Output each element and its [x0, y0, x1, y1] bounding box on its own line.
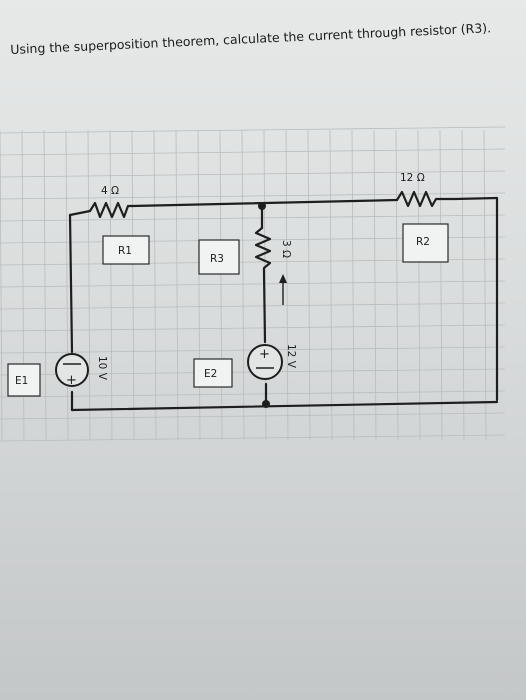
grid-line	[285, 129, 289, 441]
e1-plus-mark: +	[66, 373, 77, 388]
grid-line	[329, 129, 333, 441]
grid-line	[0, 434, 506, 442]
e2-plus-mark: +	[259, 347, 270, 362]
grid-line	[307, 129, 311, 441]
grid-line	[0, 129, 3, 441]
r1-resistor-symbol	[88, 201, 134, 219]
grid-line	[219, 129, 223, 441]
grid-line	[131, 129, 135, 441]
wire-top-left	[68, 209, 92, 217]
r3-label-box	[198, 239, 240, 275]
grid-line	[0, 302, 506, 310]
current-arrow	[279, 274, 287, 305]
r1-label: R1	[118, 245, 132, 257]
grid-line	[483, 129, 487, 441]
grid-line	[0, 390, 506, 398]
e2-value-label: 12 V	[285, 344, 297, 369]
r1-label-box	[102, 235, 150, 265]
grid-line	[0, 126, 506, 134]
wire-bottom	[70, 400, 499, 412]
r2-label: R2	[416, 236, 430, 248]
grid-line	[0, 170, 506, 178]
r2-label-box	[402, 223, 449, 263]
grid-line	[0, 148, 506, 156]
graph-paper-grid	[0, 126, 506, 442]
wire-left-upper	[68, 213, 74, 354]
circuit-wires	[68, 196, 499, 412]
grid-line	[109, 129, 113, 441]
grid-line	[0, 412, 506, 420]
junction-node-top	[258, 202, 266, 210]
r3-resistor-symbol	[254, 226, 272, 274]
grid-line	[351, 129, 355, 441]
grid-line	[395, 129, 399, 441]
grid-line	[0, 280, 506, 288]
e1-label-box	[7, 363, 41, 397]
e2-label-box	[193, 358, 233, 388]
r2-value-label: 12 Ω	[400, 172, 425, 184]
grid-line	[439, 129, 443, 441]
grid-line	[241, 129, 245, 441]
wire-middle-mid	[262, 270, 267, 344]
grid-line	[87, 129, 91, 441]
grid-line	[0, 192, 506, 200]
grid-line	[0, 324, 506, 332]
r3-label: R3	[210, 253, 224, 265]
r3-value-label: 3 Ω	[280, 240, 292, 258]
r1-value-label: 4 Ω	[101, 185, 119, 197]
e1-label: E1	[15, 375, 28, 387]
grid-line	[417, 129, 421, 441]
grid-line	[65, 129, 69, 441]
e2-label: E2	[204, 368, 217, 380]
e1-value-label: 10 V	[96, 356, 108, 381]
e2-source-symbol	[247, 344, 283, 380]
grid-line	[43, 129, 47, 441]
wire-top-right	[438, 196, 499, 201]
grid-line	[373, 129, 377, 441]
e1-source-symbol	[55, 353, 89, 387]
junction-node-bottom	[262, 400, 270, 408]
grid-line	[461, 129, 465, 441]
r2-resistor-symbol	[395, 190, 442, 208]
grid-line	[0, 214, 506, 222]
